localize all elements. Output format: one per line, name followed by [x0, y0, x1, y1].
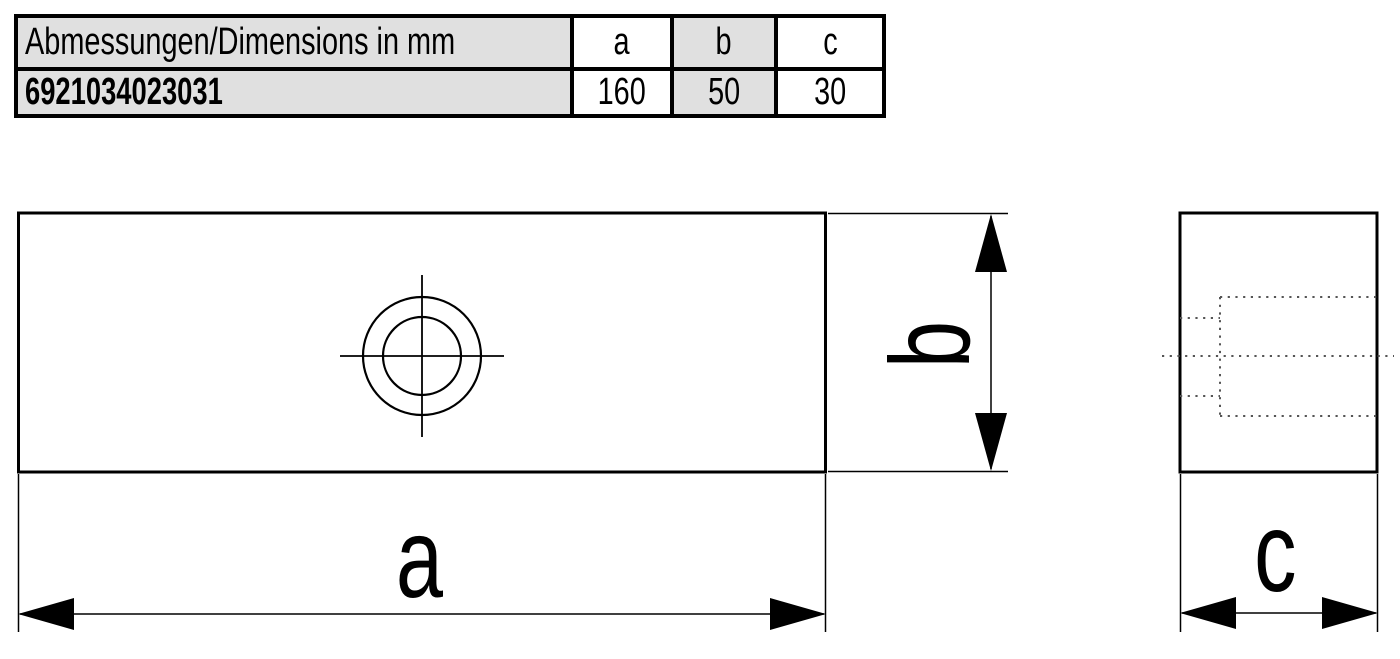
- part-number: 6921034023031: [25, 71, 223, 113]
- value-c-cell: 30: [774, 67, 886, 118]
- dim-a-arrowhead-left: [18, 598, 74, 630]
- dim-a-arrowhead-right: [770, 598, 826, 630]
- dim-b-arrowhead-up: [975, 214, 1007, 272]
- dim-c-arrowhead-left: [1180, 597, 1236, 629]
- dimensions-table: Abmessungen/Dimensions in mm a b c 69210…: [14, 14, 886, 118]
- dimension-b: [828, 212, 1008, 473]
- table-header-col-c: c: [774, 14, 886, 71]
- table-header-col-a: a: [570, 14, 674, 71]
- table-header-title: Abmessungen/Dimensions in mm: [25, 21, 456, 63]
- front-view-outline: [17, 211, 827, 474]
- side-view: [1162, 211, 1394, 474]
- dim-b-arrowhead-down: [975, 413, 1007, 471]
- part-number-cell: 6921034023031: [14, 67, 574, 118]
- table-value-row: 6921034023031 160 50 30: [14, 67, 886, 118]
- dim-c-arrowhead-right: [1322, 597, 1378, 629]
- dimension-a: [17, 474, 827, 632]
- value-a-cell: 160: [570, 67, 674, 118]
- table-header-title-cell: Abmessungen/Dimensions in mm: [14, 14, 574, 71]
- dimension-c: [1179, 474, 1379, 632]
- table-header-col-b: b: [670, 14, 778, 71]
- table-header-row: Abmessungen/Dimensions in mm a b c: [14, 14, 886, 71]
- value-b-cell: 50: [670, 67, 778, 118]
- side-view-outline: [1178, 211, 1379, 474]
- front-view: [17, 211, 827, 474]
